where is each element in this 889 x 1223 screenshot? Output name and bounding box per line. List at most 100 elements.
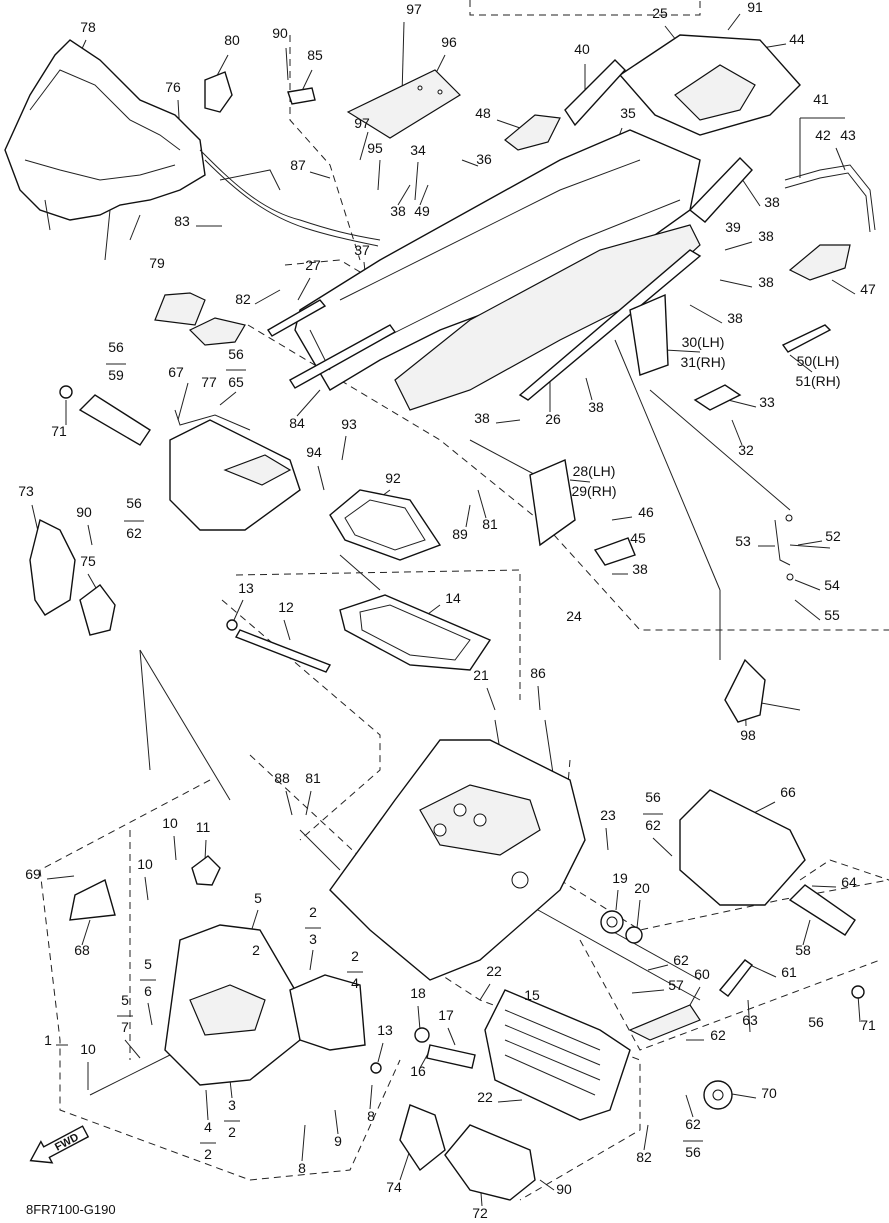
callout-c10a: 10	[162, 815, 178, 831]
part-39-bracket	[688, 157, 753, 223]
callout-c75: 75	[80, 553, 96, 569]
part-60-plate	[628, 1004, 701, 1041]
callout-c25: 25	[652, 5, 668, 21]
callout-c87: 87	[290, 157, 306, 173]
part-74-cover	[399, 1104, 446, 1172]
center-frame	[329, 739, 586, 981]
part-71-grommet	[59, 385, 865, 999]
part-13-nut	[226, 619, 382, 1074]
part-48-bracket	[504, 114, 561, 151]
fwd-arrow-icon: FWD	[29, 1125, 90, 1164]
callout-c56a: 56	[108, 339, 124, 355]
callout-c44: 44	[789, 31, 805, 47]
callout-c52: 52	[825, 528, 841, 544]
callout-c10c: 10	[80, 1041, 96, 1057]
callout-c72: 72	[472, 1205, 488, 1221]
callout-c11: 11	[196, 819, 211, 835]
callout-c9: 9	[334, 1133, 342, 1149]
callout-c3a: 3	[309, 931, 317, 947]
callout-c2e: 2	[204, 1146, 212, 1162]
callout-c46: 46	[638, 504, 654, 520]
callout-c22a: 22	[486, 963, 502, 979]
callout-c90b: 90	[76, 504, 92, 520]
part-77-pad	[188, 317, 246, 346]
part-92-gasket	[329, 489, 442, 561]
callout-c38c: 38	[758, 228, 774, 244]
callout-c29: 29(RH)	[571, 483, 616, 499]
callout-c26: 26	[545, 411, 561, 427]
callout-c39: 39	[725, 219, 741, 235]
callout-c2b: 2	[252, 942, 260, 958]
callout-c47: 47	[860, 281, 876, 297]
callout-c32: 32	[738, 442, 754, 458]
callout-c16: 16	[410, 1063, 426, 1079]
part-16-shaft	[426, 1044, 476, 1069]
part-18-bushing	[414, 1027, 430, 1043]
callout-c92: 92	[385, 470, 401, 486]
callout-c12: 12	[278, 599, 294, 615]
part-59-plate	[78, 394, 151, 446]
callout-c33: 33	[759, 394, 775, 410]
callout-c62b: 62	[645, 817, 661, 833]
callout-c56b: 56	[228, 346, 244, 362]
callout-c34: 34	[410, 142, 426, 158]
callout-c70: 70	[761, 1085, 777, 1101]
callout-c56c: 56	[126, 495, 142, 511]
part-28-bracket	[529, 459, 576, 547]
callout-c5a: 5	[254, 890, 262, 906]
callout-c3b: 3	[228, 1097, 236, 1113]
callout-c98: 98	[740, 727, 756, 743]
callout-c1: 1	[44, 1032, 52, 1048]
callout-c38f: 38	[588, 399, 604, 415]
part-61-bar	[718, 959, 753, 997]
callout-c56f: 56	[685, 1144, 701, 1160]
callout-c63: 63	[742, 1012, 758, 1028]
callout-c36: 36	[476, 151, 492, 167]
diagram-code: 8FR7100-G190	[26, 1202, 116, 1217]
part-66-heat-shield	[679, 789, 806, 906]
callout-c38b: 38	[764, 194, 780, 210]
callout-c77: 77	[201, 374, 217, 390]
callout-c55: 55	[824, 607, 840, 623]
callout-c97b: 97	[354, 115, 370, 131]
callout-c58: 58	[795, 942, 811, 958]
callout-c35: 35	[620, 105, 636, 121]
callout-c27: 27	[305, 257, 321, 273]
callout-c2c: 2	[351, 948, 359, 964]
callout-c81a: 81	[482, 516, 498, 532]
callout-c82b: 82	[636, 1149, 652, 1165]
callout-c54: 54	[824, 577, 840, 593]
callout-c2a: 2	[309, 904, 317, 920]
callout-c18: 18	[410, 985, 426, 1001]
callout-c5b: 5	[144, 956, 152, 972]
callout-c4b: 4	[204, 1119, 212, 1135]
callout-c67: 67	[168, 364, 184, 380]
callout-c97a: 97	[406, 1, 422, 17]
callout-c38a: 38	[390, 203, 406, 219]
part-85-clip	[287, 87, 316, 105]
part-40-gusset	[564, 59, 626, 127]
callout-c89: 89	[452, 526, 468, 542]
part-26-rail	[518, 249, 702, 401]
callout-c62e: 62	[685, 1116, 701, 1132]
callout-c56e: 56	[808, 1014, 824, 1030]
callout-c22b: 22	[477, 1089, 493, 1105]
fwd-label: FWD	[53, 1131, 81, 1153]
part-98-bracket	[724, 658, 766, 723]
callout-c62c: 62	[673, 952, 689, 968]
part-75-plate	[79, 584, 116, 636]
callout-c37: 37	[354, 242, 370, 258]
callout-c83: 83	[174, 213, 190, 229]
part-67-airbox	[169, 409, 301, 531]
callout-c91: 91	[747, 0, 763, 15]
callout-c80: 80	[224, 32, 240, 48]
callout-c90a: 90	[272, 25, 288, 41]
callout-c45: 45	[630, 530, 646, 546]
callout-c23: 23	[600, 807, 616, 823]
part-50-bar	[781, 324, 832, 353]
part-79-pad	[154, 292, 206, 326]
callout-c62a: 62	[126, 525, 142, 541]
callout-c10b: 10	[137, 856, 153, 872]
